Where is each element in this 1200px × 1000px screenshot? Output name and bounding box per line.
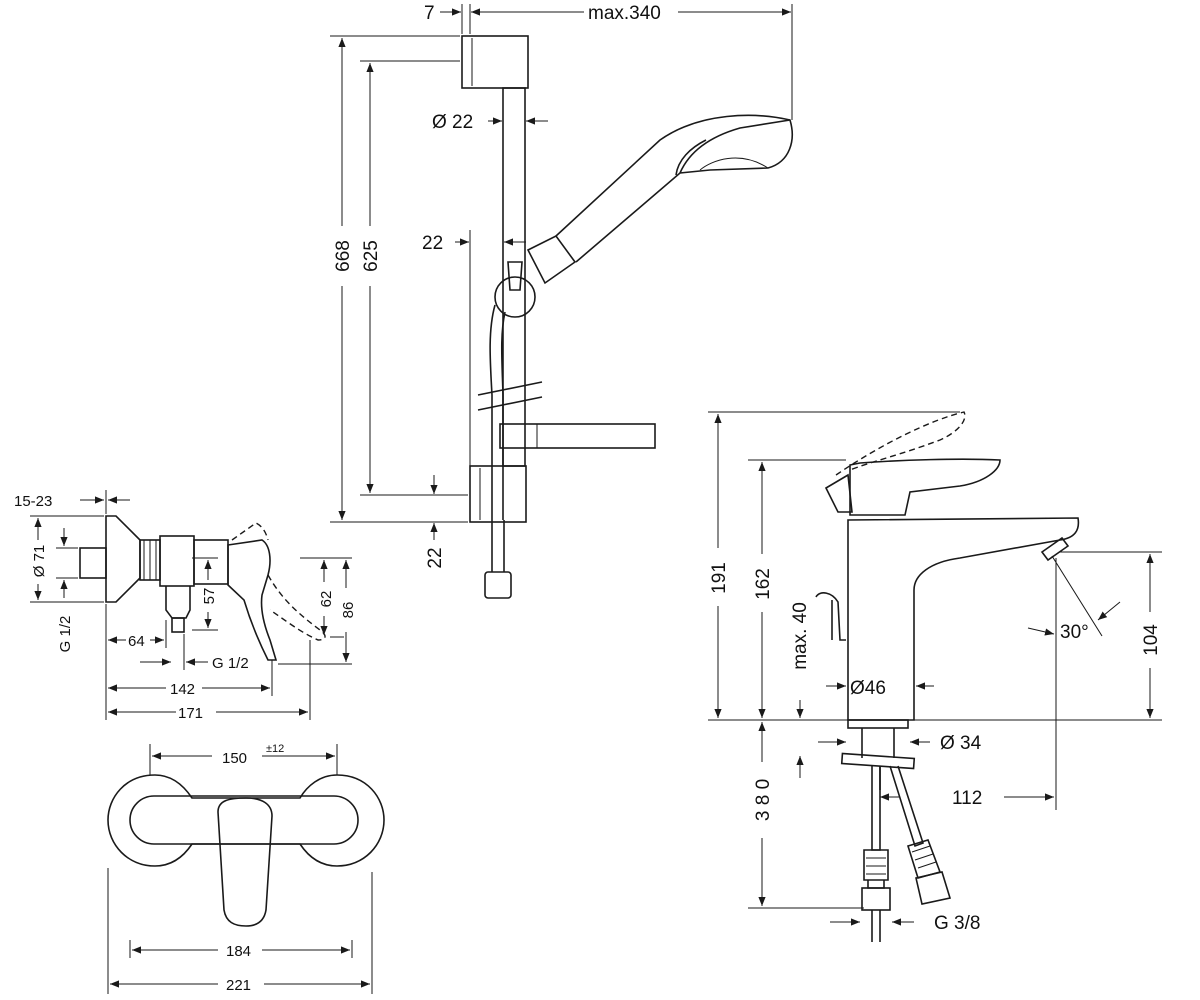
mixer-body xyxy=(847,517,1080,721)
dim-projection: 112 xyxy=(952,788,982,809)
dim-center-spacing: 150 xyxy=(222,750,247,767)
dim-overall-height: 668 xyxy=(333,240,354,272)
popup-rod xyxy=(815,592,846,641)
dim-hose-thread: G 3/8 xyxy=(934,913,980,934)
dim-height-162: 162 xyxy=(753,568,774,600)
dim-hose-length: 3 8 0 xyxy=(753,779,774,821)
dim-spout-height: 104 xyxy=(1141,624,1162,656)
dim-width-184: 184 xyxy=(226,943,251,960)
mixer-handle xyxy=(849,458,1001,516)
shower-rail-dimensions: 7 max.340 Ø 22 22 668 625 22 xyxy=(330,3,793,569)
dim-hole-diameter: Ø 34 xyxy=(940,733,982,754)
escutcheon-plate xyxy=(129,795,359,845)
dim-max-40: max. 40 xyxy=(790,602,811,670)
dim-body-diameter: Ø46 xyxy=(850,678,886,699)
basin-mixer-drawing xyxy=(815,411,1080,942)
dim-flange-diameter: Ø 71 xyxy=(31,545,48,578)
hose-connector xyxy=(484,571,512,599)
hand-shower xyxy=(526,234,577,285)
mixer-lever xyxy=(227,539,278,661)
dim-outlet-thread: G 1/2 xyxy=(212,655,249,672)
basin-mixer-dimensions: 191 162 max. 40 Ø46 104 30° Ø 34 3 8 0 xyxy=(708,411,1162,934)
dim-height-62: 62 xyxy=(318,591,335,608)
soap-dish xyxy=(499,423,656,449)
shower-mixer-side-dimensions: 15-23 Ø 71 G 1/2 57 62 86 64 xyxy=(14,490,357,722)
shower-mixer-side-view xyxy=(79,515,326,661)
rail-top-bracket xyxy=(461,35,529,89)
dim-height-86: 86 xyxy=(340,602,357,619)
dim-width-64: 64 xyxy=(128,633,145,650)
shower-mixer-front-dimensions: 150 ±12 184 221 xyxy=(107,743,373,994)
slider-knob xyxy=(494,276,536,318)
dim-width-142: 142 xyxy=(170,681,195,698)
shower-rail-drawing xyxy=(461,35,793,599)
shower-mixer-front-view xyxy=(107,774,385,927)
dim-width-221: 221 xyxy=(226,977,251,994)
dim-height-191: 191 xyxy=(709,562,730,594)
dim-mount-spacing: 625 xyxy=(361,240,382,272)
dim-inlet-thread: G 1/2 xyxy=(57,616,74,653)
dim-wall-distance: 22 xyxy=(422,233,443,254)
dim-rail-diameter: Ø 22 xyxy=(432,112,473,133)
dim-top-offset: 7 xyxy=(424,3,435,24)
dim-wall-depth: 15-23 xyxy=(14,493,52,510)
dim-height-57: 57 xyxy=(201,588,218,605)
dim-bottom-offset: 22 xyxy=(425,547,446,568)
mounting-nut xyxy=(840,752,916,770)
shower-hose xyxy=(489,304,496,520)
dim-max-reach: max.340 xyxy=(588,3,661,24)
rail-bottom-bracket xyxy=(469,465,527,523)
mixer-body xyxy=(159,535,195,587)
supply-hose-left xyxy=(871,766,881,851)
dim-tolerance: ±12 xyxy=(266,743,284,755)
dim-spout-angle: 30° xyxy=(1060,622,1089,643)
supply-hose-right xyxy=(889,765,924,848)
wall-flange xyxy=(105,515,141,603)
dim-width-171: 171 xyxy=(178,705,203,722)
front-lever xyxy=(217,797,273,927)
